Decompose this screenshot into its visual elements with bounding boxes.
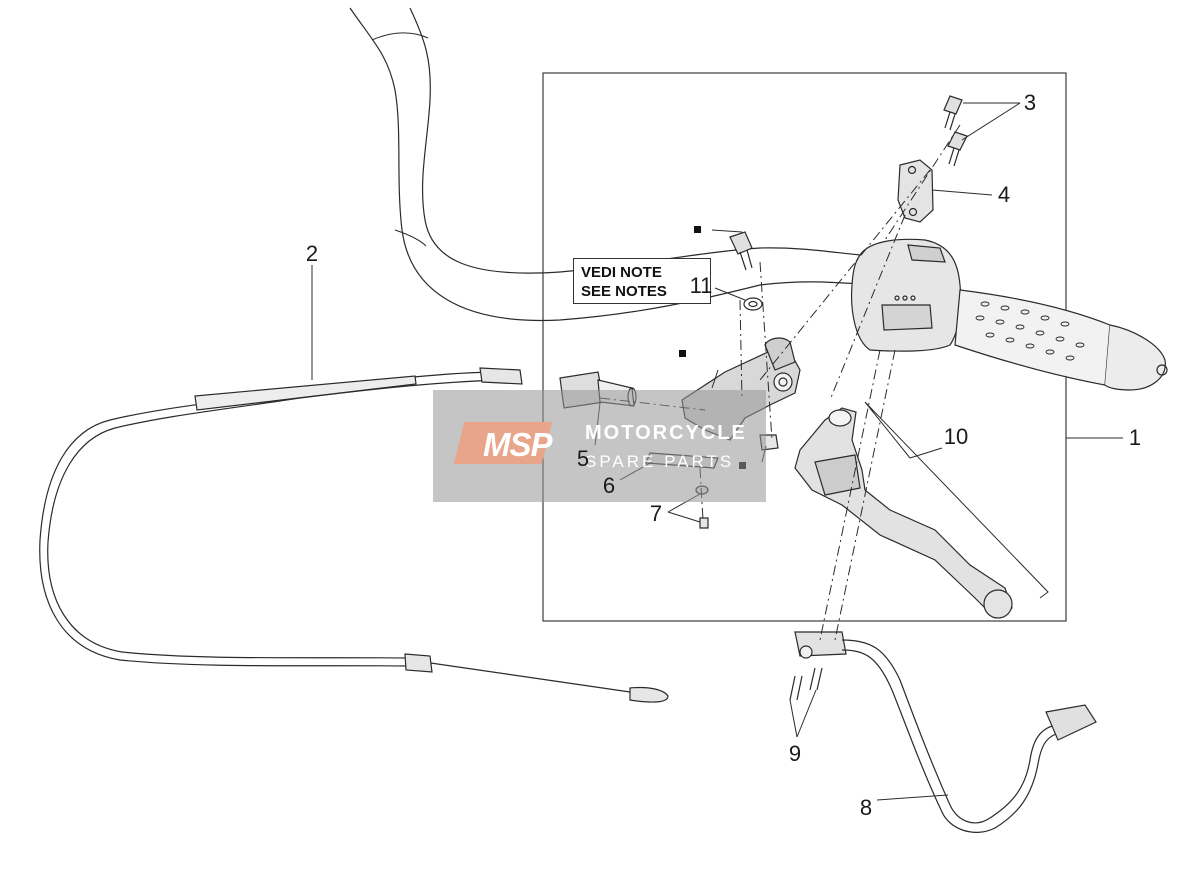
watermark: MSP MOTORCYCLE SPARE PARTS: [433, 390, 766, 502]
callout-1: 1: [1128, 425, 1142, 450]
handlebar-clamp: [897, 159, 934, 223]
leader-lines: [311, 102, 1123, 801]
callout-5: 5: [576, 446, 590, 471]
switch-screws: [789, 667, 823, 701]
callout-4: 4: [997, 182, 1011, 207]
clutch-lever: [794, 407, 1013, 619]
clutch-switch: [794, 631, 1097, 833]
see-notes-box: VEDI NOTE SEE NOTES: [573, 258, 711, 304]
handlebar-grip: [954, 289, 1168, 391]
callout-2: 2: [305, 241, 319, 266]
callout-11: 11: [689, 273, 713, 298]
note-line-1: VEDI NOTE: [581, 264, 662, 281]
screw-pair: [943, 95, 968, 167]
callout-8: 8: [859, 795, 873, 820]
assembly-guide-lines: [599, 124, 961, 641]
callout-7: 7: [649, 501, 663, 526]
washer: [743, 297, 763, 311]
callout-10: 10: [943, 424, 969, 449]
watermark-logo-text: MSP: [483, 426, 553, 463]
callout-9: 9: [788, 741, 802, 766]
watermark-subtitle: SPARE PARTS: [585, 452, 735, 471]
callout-3: 3: [1023, 90, 1037, 115]
callout-6: 6: [602, 473, 616, 498]
watermark-title: MOTORCYCLE: [585, 422, 747, 444]
clutch-cable: [39, 367, 669, 703]
note-line-2: SEE NOTES: [581, 283, 667, 300]
pivot-bolt: [729, 231, 753, 271]
handlebar-tube: [349, 7, 861, 322]
grip-switch-housing: [850, 238, 962, 352]
